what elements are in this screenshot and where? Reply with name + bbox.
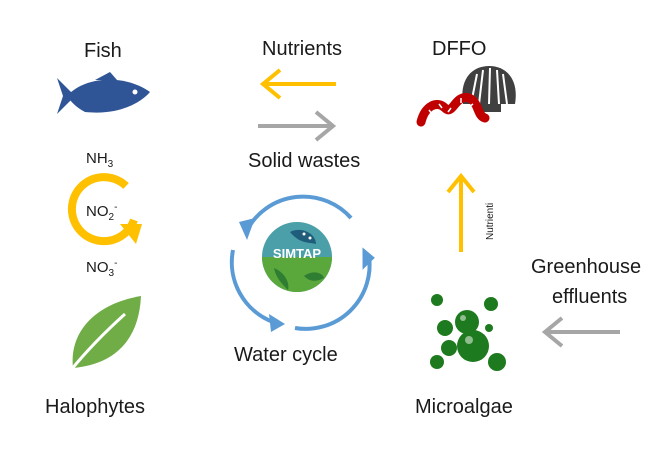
nutrienti-label: Nutrienti: [485, 202, 496, 240]
simtap-logo-text: SIMTAP: [272, 246, 322, 261]
worm-shell-icon: [416, 66, 516, 127]
microalgae-label: Microalgae: [415, 396, 513, 418]
nitrogen-cycle-icon: [67, 173, 142, 246]
effluents-arrow: [541, 316, 620, 348]
dffo-label: DFFO: [432, 38, 487, 60]
leaf-icon: [69, 296, 141, 371]
microalgae-icon: [430, 294, 506, 371]
effluents-label: effluents: [552, 286, 628, 308]
nutrienti-arrow: [446, 172, 476, 252]
simtap-logo: [262, 222, 332, 292]
halophytes-label: Halophytes: [45, 396, 146, 418]
fish-icon: [57, 72, 150, 114]
no3-label: NO3-: [86, 258, 118, 279]
solid-wastes-arrow: [258, 110, 337, 142]
greenhouse-label: Greenhouse: [531, 256, 642, 278]
no2-label: NO2-: [86, 202, 118, 223]
fish-label: Fish: [84, 40, 122, 62]
water-cycle-icon: [229, 194, 375, 332]
water-cycle-label: Water cycle: [234, 344, 338, 366]
solid-wastes-label: Solid wastes: [248, 150, 361, 172]
nutrients-label: Nutrients: [262, 38, 343, 60]
nh3-label: NH3: [86, 150, 114, 170]
nutrients-arrow: [259, 68, 336, 100]
